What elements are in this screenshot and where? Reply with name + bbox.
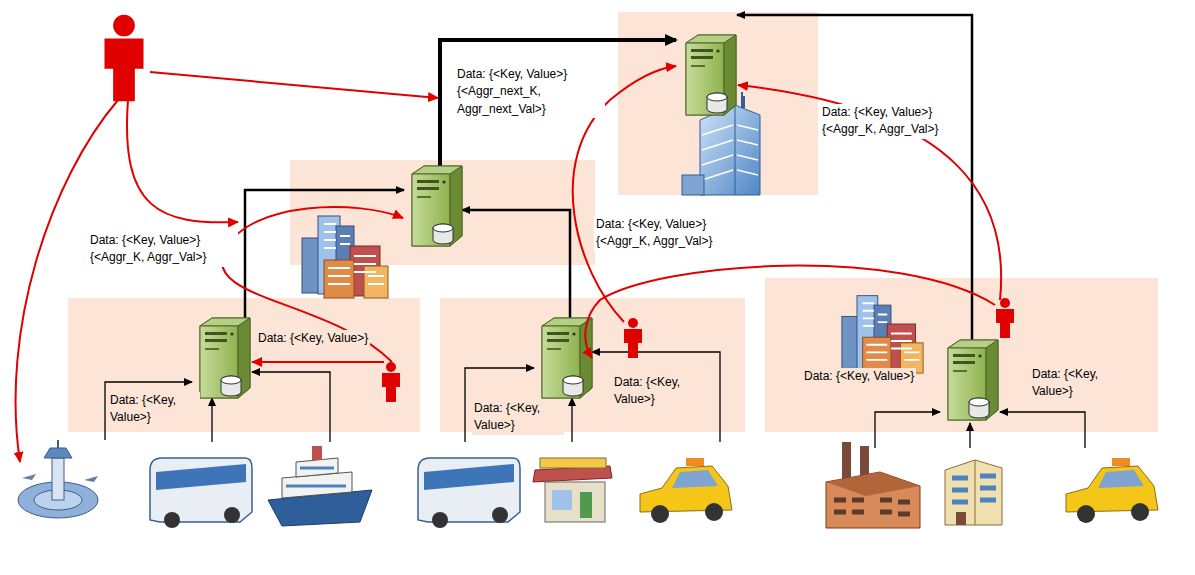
user-figures (105, 15, 1015, 402)
region-backgrounds (68, 12, 1158, 432)
data-label: Data: {<Key, Value>} (612, 374, 712, 409)
data-label: Data: {<Key, Value>} (256, 330, 370, 347)
data-label: Data: {<Key, Value>} {<Aggr_K, Aggr_Val>… (820, 104, 970, 139)
taxi-icon (1066, 458, 1158, 523)
data-flow-lines (105, 15, 1085, 448)
taxi-icon (640, 458, 732, 523)
data-label: Data: {<Key, Value>} (1030, 366, 1125, 401)
query-arrows (16, 66, 1002, 462)
data-label: Data: {<Key, Value>} {<Aggr_next_K, Aggr… (455, 66, 605, 118)
apartment-icon (945, 460, 1002, 525)
factory-icon (826, 442, 920, 528)
data-source-icons (18, 440, 1158, 528)
data-label: Data: {<Key, Value>} (802, 368, 916, 385)
data-label: Data: {<Key, Value>} {<Aggr_K, Aggr_Val>… (88, 232, 238, 267)
ferry-icon (268, 446, 372, 526)
servers (200, 35, 998, 420)
data-label: Data: {<Key, Value>} {<Aggr_K, Aggr_Val>… (594, 216, 744, 251)
bus-icon (418, 458, 520, 528)
airport-icon (18, 440, 98, 518)
gas-station-icon (533, 458, 612, 522)
data-label: Data: {<Key, Value>} (108, 392, 200, 427)
bus-icon (150, 458, 252, 528)
data-label: Data: {<Key, Value>} (472, 400, 564, 435)
